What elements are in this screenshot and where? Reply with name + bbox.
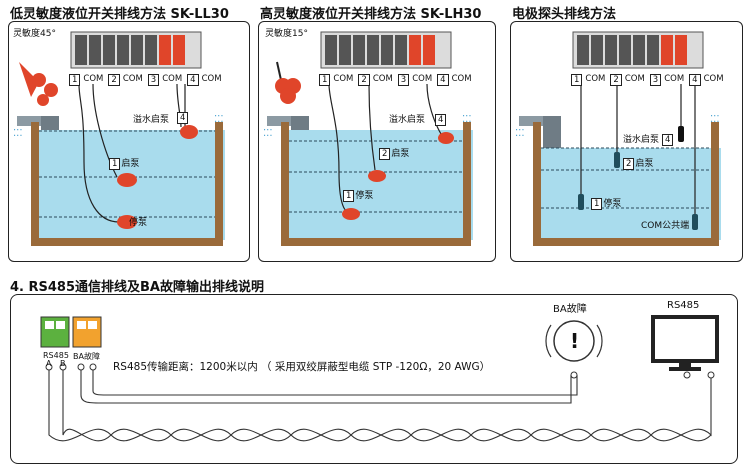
terminal-4: 4 bbox=[187, 74, 199, 86]
float-start bbox=[117, 173, 137, 187]
terminal-com: COM bbox=[122, 74, 143, 84]
sensitivity-label: 灵敏度15° bbox=[265, 29, 308, 39]
monitor-icon bbox=[651, 315, 719, 371]
terminal-4: 4 bbox=[689, 74, 701, 86]
label-overflow: 溢水启泵 bbox=[133, 115, 170, 125]
terminal-com: COM bbox=[703, 74, 724, 84]
high-diagram: ⁚⁚⁚ ⁚⁚⁚ bbox=[263, 31, 473, 246]
svg-text:⁚⁚⁚: ⁚⁚⁚ bbox=[13, 128, 23, 139]
terminal-3: 3 bbox=[649, 74, 662, 86]
heading-rs485: 4. RS485通信排线及BA故障输出排线说明 bbox=[10, 280, 264, 295]
terminal-2: 2 bbox=[358, 74, 370, 86]
alarm-glyph: ! bbox=[570, 329, 580, 353]
label-common: COM公共端 bbox=[641, 221, 690, 231]
svg-text:⁚⁚⁚: ⁚⁚⁚ bbox=[214, 114, 224, 125]
terminal-1: 1 bbox=[571, 74, 583, 86]
terminal-a-label: A bbox=[46, 359, 52, 368]
terminal-1: 1 bbox=[69, 74, 81, 86]
terminal-com: COM bbox=[83, 74, 104, 84]
terminal-com: COM bbox=[451, 74, 472, 84]
terminal-com: COM bbox=[412, 74, 433, 84]
terminal-block bbox=[572, 31, 704, 69]
heading-high-sensitivity: 高灵敏度液位开关排线方法 SK-LH30 bbox=[260, 7, 482, 22]
terminal-block bbox=[320, 31, 452, 69]
float-overflow bbox=[180, 125, 198, 139]
low-diagram: ⁚⁚⁚ ⁚⁚⁚ bbox=[13, 31, 225, 246]
ba-fault-label: BA故障 bbox=[553, 304, 587, 315]
label-overflow-num: 4 bbox=[177, 112, 189, 124]
terminal-com: COM bbox=[162, 74, 183, 84]
rs485-terminal-label: RS485 bbox=[43, 351, 69, 360]
rs485-terminal-block bbox=[40, 316, 102, 348]
svg-text:⁚⁚⁚: ⁚⁚⁚ bbox=[710, 114, 720, 125]
terminal-com: COM bbox=[333, 74, 354, 84]
terminal-2: 2 bbox=[610, 74, 622, 86]
sensitivity-label: 灵敏度45° bbox=[13, 29, 56, 39]
rs485-device-label: RS485 bbox=[667, 300, 700, 311]
terminal-com: COM bbox=[585, 74, 606, 84]
terminal-com: COM bbox=[201, 74, 222, 84]
svg-text:⁚⁚⁚: ⁚⁚⁚ bbox=[462, 114, 472, 125]
distance-note: RS485传输距离：1200米以内 （ 采用双绞屏蔽型电缆 STP -120Ω，… bbox=[113, 361, 491, 373]
rs485-diagram bbox=[40, 315, 719, 442]
label-overflow: 溢水启泵 bbox=[389, 115, 426, 125]
terminal-2: 2 bbox=[108, 74, 120, 86]
terminal-1: 1 bbox=[319, 74, 331, 86]
heading-probe: 电极探头排线方法 bbox=[512, 7, 617, 22]
label-overflow-num: 4 bbox=[435, 114, 447, 126]
terminal-3: 3 bbox=[147, 74, 160, 86]
heading-low-sensitivity: 低灵敏度液位开关排线方法 SK-LL30 bbox=[10, 7, 229, 22]
terminal-com: COM bbox=[664, 74, 685, 84]
float-stop bbox=[117, 215, 137, 229]
label-stop: 停泵 bbox=[129, 218, 148, 228]
terminal-com: COM bbox=[624, 74, 645, 84]
svg-text:⁚⁚⁚: ⁚⁚⁚ bbox=[263, 128, 273, 139]
terminal-com: COM bbox=[372, 74, 393, 84]
ba-terminal-label: BA故障 bbox=[73, 352, 100, 361]
terminal-4: 4 bbox=[437, 74, 449, 86]
terminal-block bbox=[70, 31, 202, 69]
terminal-3: 3 bbox=[397, 74, 410, 86]
panel-rs485: RS485 BA故障 A B RS485传输距离：1200米以内 （ 采用双绞屏… bbox=[10, 294, 738, 464]
svg-text:⁚⁚⁚: ⁚⁚⁚ bbox=[515, 128, 525, 139]
twisted-cable bbox=[48, 367, 712, 442]
alarm-icon bbox=[545, 320, 603, 362]
terminal-b-label: B bbox=[60, 359, 66, 368]
